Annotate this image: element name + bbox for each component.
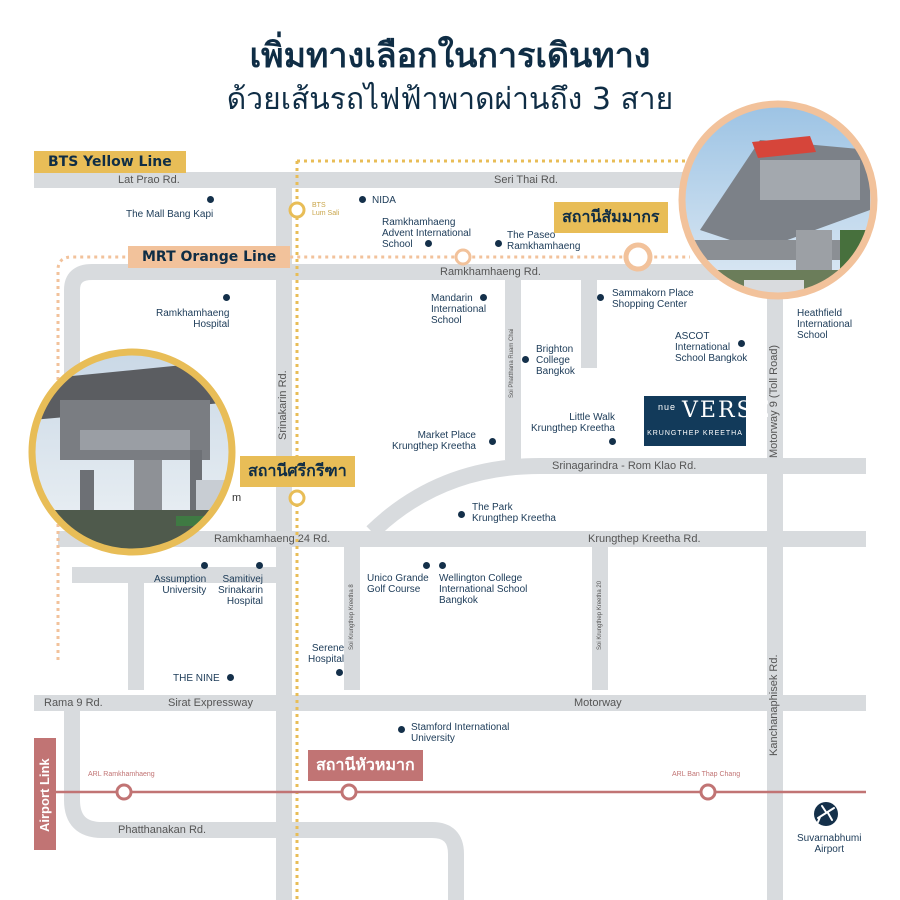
road-label-srinagarindra-rom-klao: Srinagarindra - Rom Klao Rd.: [552, 460, 697, 472]
poi-dot: [223, 294, 230, 301]
road-label-soi-krungthep-kreetha-8: Soi Krungthep Kreetha 8: [349, 584, 355, 650]
poi-samitivej: Samitivej Srinakarin Hospital: [218, 574, 264, 607]
station-label-bts-lum-sali: BTS Lum Sali: [312, 202, 340, 217]
poi-heathfield: Heathfield International School: [797, 308, 853, 341]
poi-wellington: Wellington College International School …: [439, 573, 528, 606]
poi-dot: [458, 511, 465, 518]
bts-yellow-line: [295, 159, 690, 900]
poi-sammakorn-place: Sammakorn Place Shopping Center: [612, 288, 694, 310]
poi-dot: [489, 438, 496, 445]
poi-mandarin: Mandarin International School: [431, 293, 487, 326]
station-label-huamak: สถานีหัวหมาก: [308, 750, 423, 781]
poi-market-place: Market Place Krungthep Kreetha: [392, 430, 476, 452]
station-label-sammakorn: สถานีสัมมากร: [554, 202, 668, 233]
airport-link-label: Airport Link: [37, 758, 52, 832]
brand-location: KRUNGTHEP KREETHA: [647, 430, 743, 437]
poi-little-walk: Little Walk Krungthep Kreetha: [531, 412, 615, 434]
station-marker-arl-ban-thap-chang: [699, 783, 717, 801]
road-phatthanakan: [64, 703, 464, 900]
poi-assumption: Assumption University: [154, 574, 207, 596]
photo-srikritha-station: [28, 348, 236, 556]
airplane-icon: [814, 802, 838, 826]
station-marker-arl-ramkhamhaeng: [115, 783, 133, 801]
poi-paseo: The Paseo Ramkhamhaeng: [507, 230, 581, 252]
poi-ram-hospital: Ramkhamhaeng Hospital: [156, 308, 230, 330]
road-network: [34, 172, 866, 900]
road-label-soi-krungthep-kreetha-20: Soi Krungthep Kreetha 20: [597, 580, 603, 650]
poi-dot: [425, 240, 432, 247]
station-marker-sammakorn: [623, 242, 653, 272]
road-label-ramkhamhaeng-24: Ramkhamhaeng 24 Rd.: [214, 533, 331, 545]
road-label-kanchanaphisek: Kanchanaphisek Rd.: [768, 654, 780, 756]
road-label-lat-prao: Lat Prao Rd.: [118, 174, 180, 186]
poi-the-nine: THE NINE: [173, 673, 220, 684]
poi-dot: [423, 562, 430, 569]
page-title: เพิ่มทางเลือกในการเดินทาง: [249, 36, 651, 76]
poi-dot: [495, 240, 502, 247]
station-label-arl-ramkhamhaeng: ARL Ramkhamhaeng: [88, 771, 155, 778]
photo-edge-text: m: [232, 492, 242, 504]
road-label-phatthanakan: Phatthanakan Rd.: [118, 824, 207, 836]
poi-suvarnabhumi: Suvarnabhumi Airport: [797, 833, 862, 855]
poi-ascot: ASCOT International School Bangkok: [675, 331, 748, 364]
poi-dot: [609, 438, 616, 445]
road-srinagarindra-rom-klao: [366, 458, 866, 538]
road-label-sirat: Sirat Expressway: [168, 697, 253, 709]
poi-dot: [522, 356, 529, 363]
bts-yellow-line-label: BTS Yellow Line: [34, 151, 186, 173]
poi-dot: [227, 674, 234, 681]
airport-link-label-box: Airport Link: [34, 738, 56, 850]
station-label-arl-ban-thap-chang: ARL Ban Thap Chang: [672, 771, 741, 778]
road-ramkhamhaeng: [64, 264, 820, 470]
station-marker-mrt-ramkhamhaeng: [454, 248, 472, 266]
poi-stamford: Stamford International University: [411, 722, 510, 744]
brand-verse: VERSE: [682, 398, 772, 423]
page-subtitle: ด้วยเส้นรถไฟฟ้าพาดผ่านถึง 3 สาย: [226, 82, 674, 117]
road-label-ramkhamhaeng: Ramkhamhaeng Rd.: [440, 266, 541, 278]
poi-dot: [201, 562, 208, 569]
poi-dot: [439, 562, 446, 569]
poi-unico: Unico Grande Golf Course: [367, 573, 429, 595]
road-label-srinakarin: Srinakarin Rd.: [277, 370, 289, 440]
station-marker-huamak: [340, 783, 358, 801]
mrt-orange-line: [56, 255, 690, 660]
brand-nue: nue: [658, 402, 677, 412]
road-label-rama-9: Rama 9 Rd.: [44, 697, 103, 709]
poi-dot: [738, 340, 745, 347]
station-marker-srikritha: [288, 489, 306, 507]
poi-the-park: The Park Krungthep Kreetha: [472, 502, 556, 524]
poi-nida: NIDA: [372, 195, 396, 206]
poi-advent-school: Ramkhamhaeng Advent International School: [382, 217, 471, 250]
poi-dot: [480, 294, 487, 301]
road-label-soi-phatthana-ruam-chai: Soi Phatthana Ruam Chai: [509, 328, 515, 398]
road-label-krungthep-kreetha: Krungthep Kreetha Rd.: [588, 533, 701, 545]
nue-verse-logo: nue VERSE KRUNGTHEP KREETHA: [644, 396, 770, 446]
poi-serene: Serene Hospital: [308, 643, 345, 665]
photo-sammakorn-station: [678, 100, 878, 300]
road-label-motorway: Motorway: [574, 697, 622, 709]
road-label-seri-thai: Seri Thai Rd.: [494, 174, 558, 186]
poi-dot: [336, 669, 343, 676]
mrt-orange-line-label: MRT Orange Line: [128, 246, 291, 268]
station-marker-lum-sali: [288, 201, 306, 219]
station-label-srikritha: สถานีศรีกรีฑา: [240, 456, 355, 487]
poi-mall-bang-kapi: The Mall Bang Kapi: [126, 209, 214, 220]
poi-dot: [597, 294, 604, 301]
poi-dot: [398, 726, 405, 733]
poi-brighton: Brighton College Bangkok: [536, 344, 575, 377]
poi-dot: [207, 196, 214, 203]
poi-dot: [256, 562, 263, 569]
poi-dot: [359, 196, 366, 203]
